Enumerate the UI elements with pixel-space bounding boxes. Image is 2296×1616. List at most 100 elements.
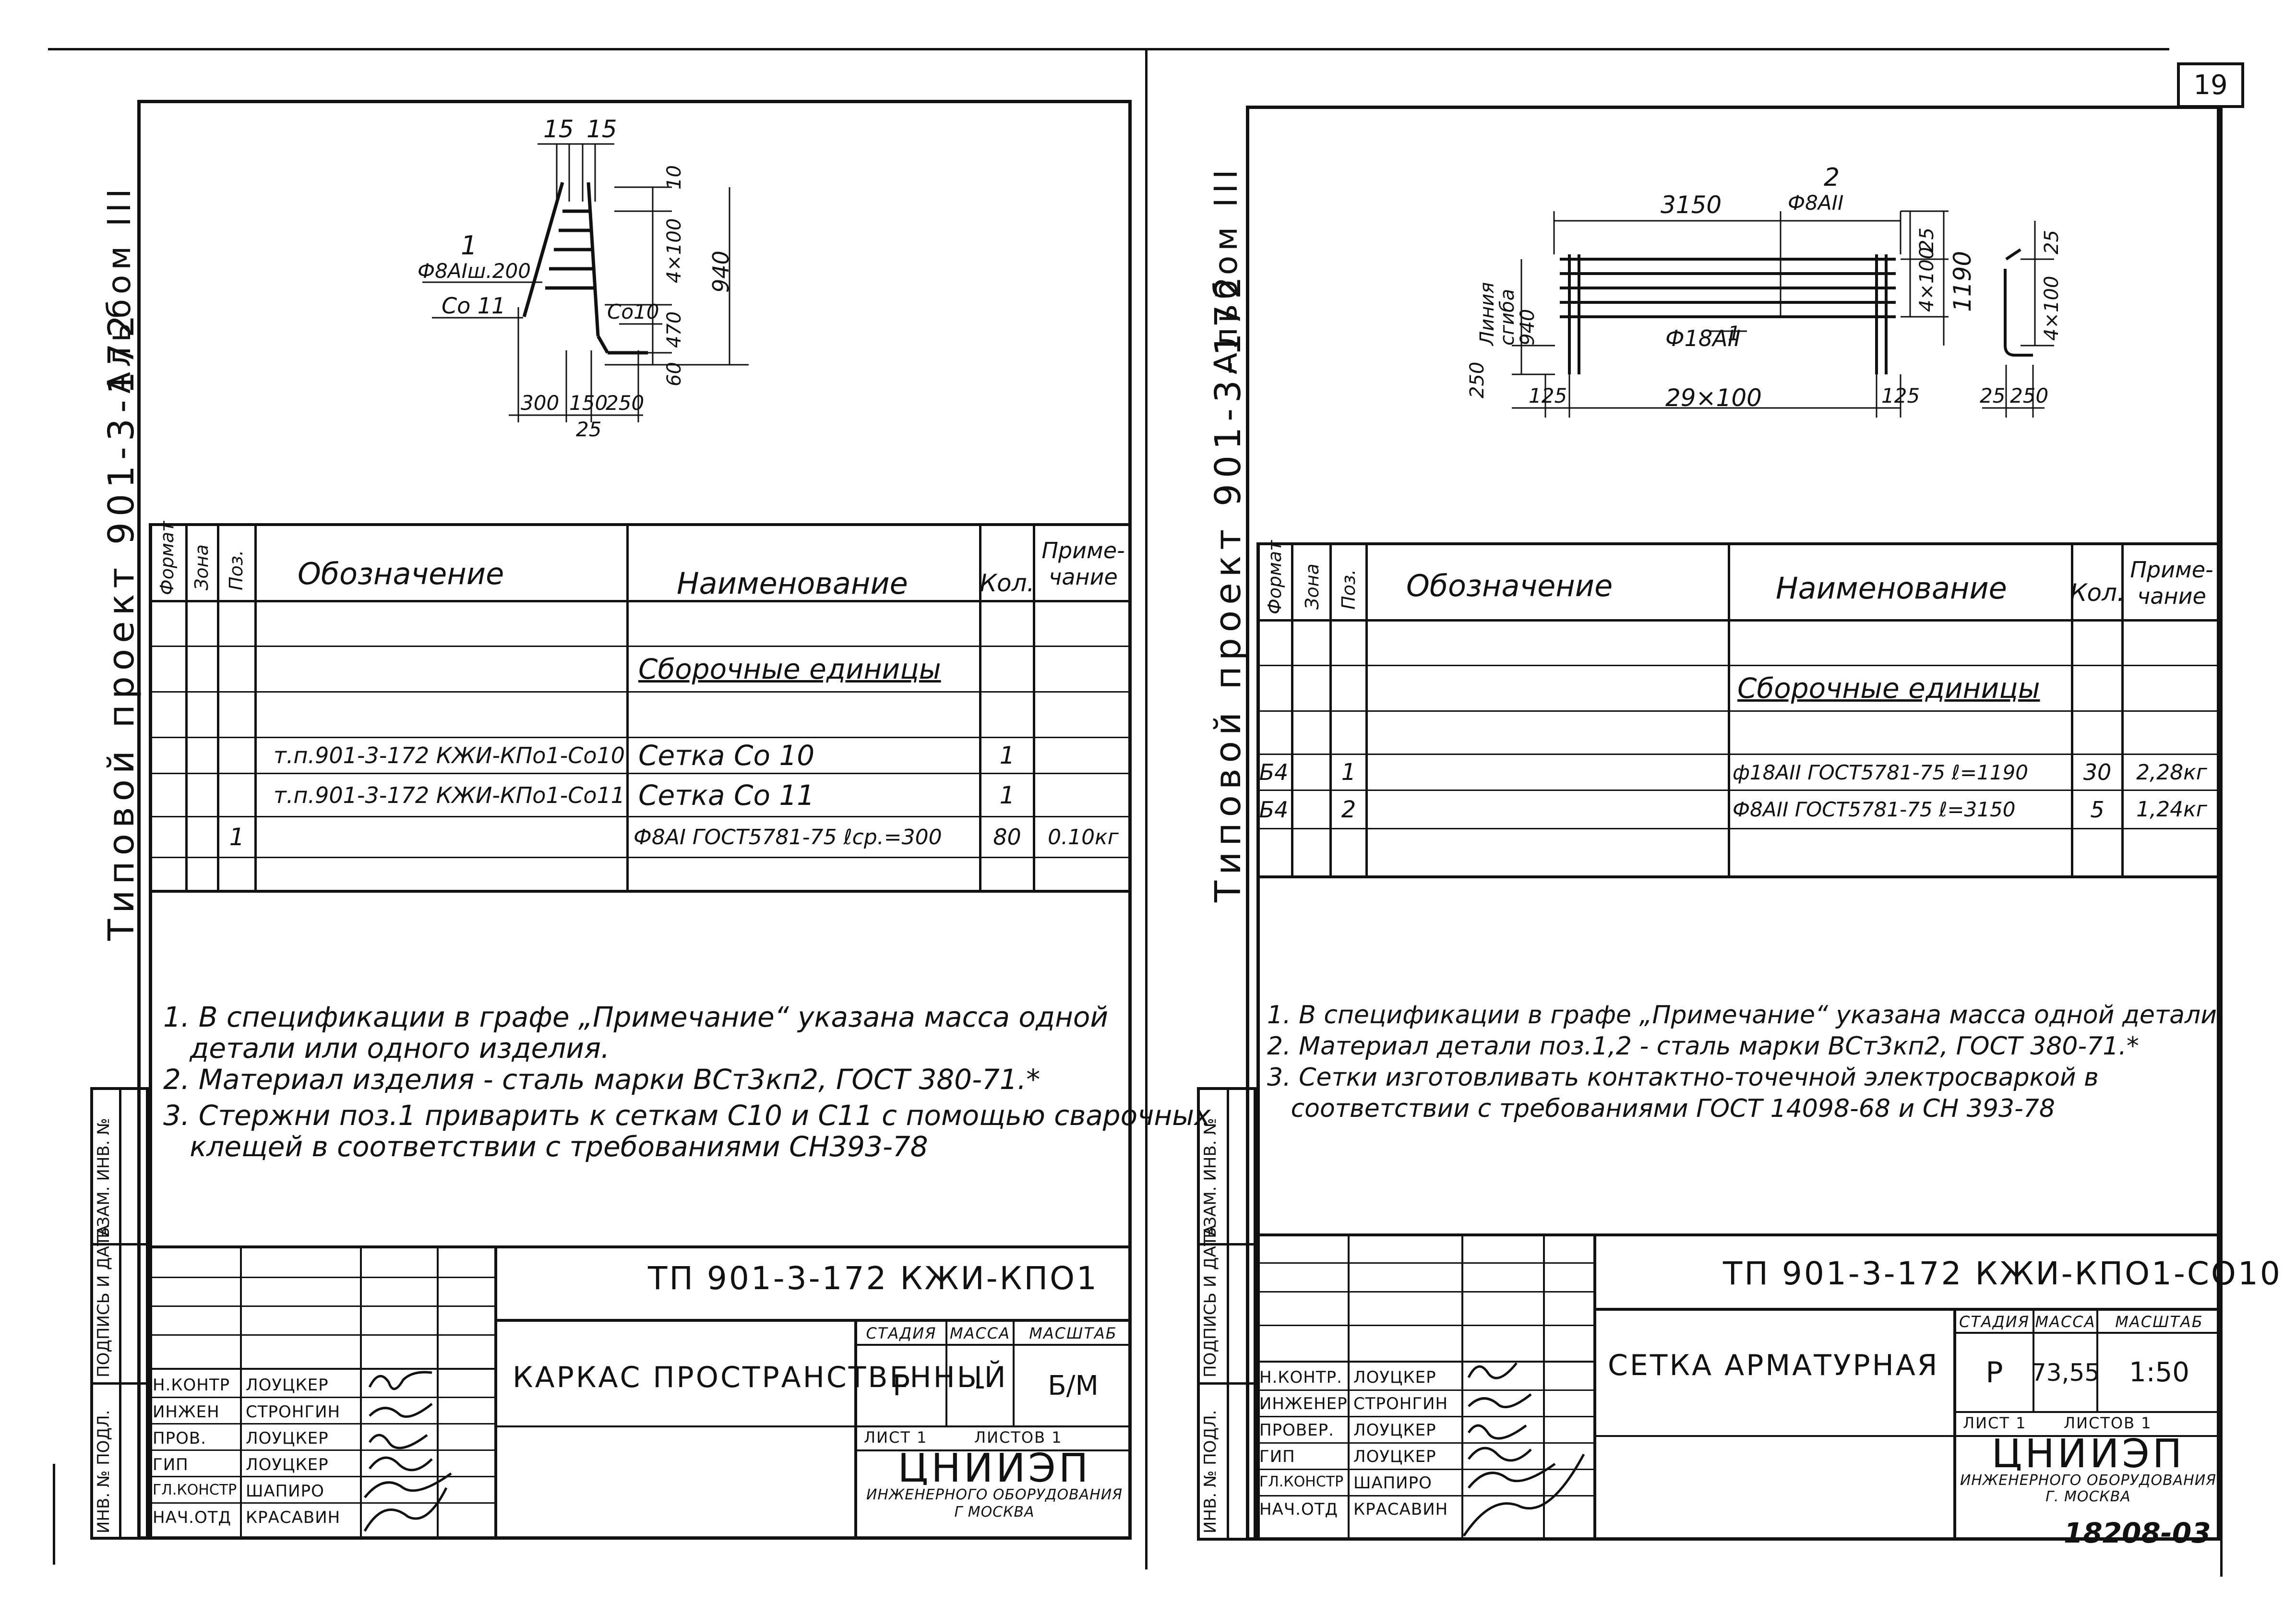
right-role-4: ГИП <box>1259 1447 1295 1466</box>
right-row2-format: Б4 <box>1259 796 1289 823</box>
right-pos1: 1 <box>1728 322 1741 345</box>
right-hdr-designation: Обозначение <box>1406 568 1613 603</box>
left-stamp-scale-label: Масштаб <box>1029 1324 1117 1342</box>
left-note-3b: клещей в соответствии с требованиями СН3… <box>163 1130 928 1163</box>
left-role-6: Нач.отд <box>153 1508 232 1527</box>
right-hdr-note: Приме- чание <box>2130 556 2213 609</box>
left-row1-name: Сетка Со 10 <box>638 739 815 772</box>
left-row3-pos: 1 <box>229 823 245 851</box>
left-row3-qty: 80 <box>993 824 1021 850</box>
left-dim-25: 25 <box>576 418 602 441</box>
right-stamp-sheet: Лист 1 <box>1963 1414 2027 1432</box>
left-stamp-org: ЦНИИЭП <box>897 1451 1091 1485</box>
right-hdr-name: Наименование <box>1776 570 2007 606</box>
right-row1-designation: ф18АII ГОСТ5781-75 ℓ=1190 <box>1733 760 2028 784</box>
right-pos2: 2 <box>1824 163 1840 192</box>
left-name-2: Стронгин <box>246 1402 341 1422</box>
top-rule <box>48 48 2169 50</box>
right-stamp-org: ЦНИИЭП <box>1991 1437 2185 1471</box>
right-role-3: Провер. <box>1259 1421 1334 1440</box>
left-name-6: Красавин <box>246 1508 341 1527</box>
left-stamp-stage-label: Стадия <box>866 1324 937 1342</box>
left-stamp <box>149 1245 1132 1543</box>
right-spec-table <box>1256 542 2220 878</box>
left-role-4: ГИП <box>153 1455 189 1474</box>
right-row1-qty: 30 <box>2083 759 2112 785</box>
left-dim-250: 250 <box>606 391 645 415</box>
left-co10-label: Со10 <box>607 300 659 323</box>
left-stamp-sheets: Листов 1 <box>974 1428 1063 1447</box>
left-name-4: Лоуцкер <box>246 1455 329 1474</box>
left-sheet <box>137 100 1132 1540</box>
left-row3-note: 0.10кг <box>1048 825 1119 850</box>
left-stamp-scale: Б/М <box>1048 1370 1099 1401</box>
left-cage-drawing <box>422 143 749 422</box>
right-stamp-city: г. Москва <box>2045 1488 2131 1505</box>
left-hdr-note: Приме- чание <box>1041 537 1125 590</box>
left-note-1a: 1. В спецификации в графе „Примечание“ у… <box>163 1001 1109 1033</box>
right-stamp-mass: 73,55 <box>2034 1358 2096 1387</box>
right-stamp-stage-label: Стадия <box>1959 1313 2030 1331</box>
right-stamp-title: Сетка арматурная <box>1608 1349 1939 1382</box>
right-stamp-org-sub: инженерного оборудования <box>1960 1472 2217 1489</box>
right-name-2: Стронгин <box>1353 1394 1448 1413</box>
right-note-1: 1. В спецификации в графе „Примечание“ у… <box>1267 1001 2225 1029</box>
left-signatures <box>363 1371 452 1532</box>
right-name-3: Лоуцкер <box>1353 1421 1436 1440</box>
right-stamp-scale: 1:50 <box>2129 1357 2189 1388</box>
right-top-bar: Ф8АII <box>1788 191 1844 215</box>
left-spec-table <box>149 523 1132 893</box>
left-stamp-city: г Москва <box>954 1503 1035 1520</box>
right-note-3a: 3. Сетки изготовливать контактно-точечно… <box>1267 1063 2099 1092</box>
left-section-title: Сборочные единицы <box>638 653 941 685</box>
left-role-5: Гл.констр <box>153 1482 237 1498</box>
right-dim-125a: 125 <box>1529 384 1567 407</box>
right-name-6: Красавин <box>1353 1500 1448 1519</box>
right-hdr-qty: Кол. <box>2073 579 2121 607</box>
right-sec-25b: 25 <box>1980 384 2006 407</box>
left-role-3: Пров. <box>153 1429 206 1448</box>
right-row2-qty: 5 <box>2090 796 2105 823</box>
left-stamp-mass: - <box>975 1369 985 1402</box>
right-role-2: Инженер <box>1259 1394 1348 1413</box>
left-edge-mark <box>53 1464 55 1565</box>
right-row1-note: 2,28кг <box>2136 760 2207 785</box>
left-stamp-sheet: Лист 1 <box>864 1428 928 1447</box>
right-stamp-stage: Р <box>1985 1355 2003 1389</box>
right-sec-250: 250 <box>2010 384 2049 407</box>
right-sheet <box>1246 106 2220 1541</box>
left-stamp-title: Каркас пространственный <box>513 1361 1008 1394</box>
left-row2-name: Сетка Со 11 <box>638 778 815 812</box>
right-row1-format: Б4 <box>1259 759 1289 785</box>
right-role-5: Гл.констр <box>1259 1473 1344 1490</box>
right-name-5: Шапиро <box>1353 1473 1432 1493</box>
left-row1-qty: 1 <box>999 742 1015 769</box>
left-name-5: Шапиро <box>246 1482 324 1501</box>
left-pos-label: 1 <box>461 230 478 261</box>
right-note-2: 2. Материал детали поз.1,2 - сталь марки… <box>1267 1032 2139 1061</box>
right-stamp-sheets: Листов 1 <box>2064 1414 2152 1432</box>
right-name-4: Лоуцкер <box>1353 1447 1436 1466</box>
left-co11-label: Со 11 <box>442 293 506 319</box>
left-stamp-code: ТП 901-3-172 КЖИ-КПо1 <box>648 1260 1099 1297</box>
right-dim-125b: 125 <box>1881 384 1920 407</box>
left-stamp-mass-label: Масса <box>949 1324 1011 1342</box>
left-dim-300: 300 <box>521 391 560 415</box>
left-note-1b: детали или одного изделия. <box>163 1032 610 1065</box>
right-role-6: Нач.отд <box>1259 1500 1339 1519</box>
center-fold <box>1145 48 1148 1569</box>
left-row3-name: Ф8АI ГОСТ5781-75 ℓср.=300 <box>634 825 942 850</box>
right-row2-pos: 2 <box>1341 796 1356 823</box>
archive-number: 18208-03 <box>2064 1517 2211 1549</box>
right-stamp <box>1256 1233 2220 1544</box>
right-stamp-code: ТП 901-3-172 КЖИ-КПо1-Со10 <box>1723 1255 2282 1292</box>
left-binding-rule <box>149 523 152 1540</box>
right-mesh-drawing <box>1512 210 2054 418</box>
right-dim-3150: 3150 <box>1661 191 1722 219</box>
left-bar-label: Ф8АIш.200 <box>418 259 531 283</box>
left-row2-designation: т.п.901-3-172 КЖИ-КПо1-Со11 <box>274 782 625 808</box>
left-dim-150: 150 <box>569 391 608 415</box>
right-name-1: Лоуцкер <box>1353 1368 1436 1387</box>
left-name-1: Лоуцкер <box>246 1376 329 1395</box>
